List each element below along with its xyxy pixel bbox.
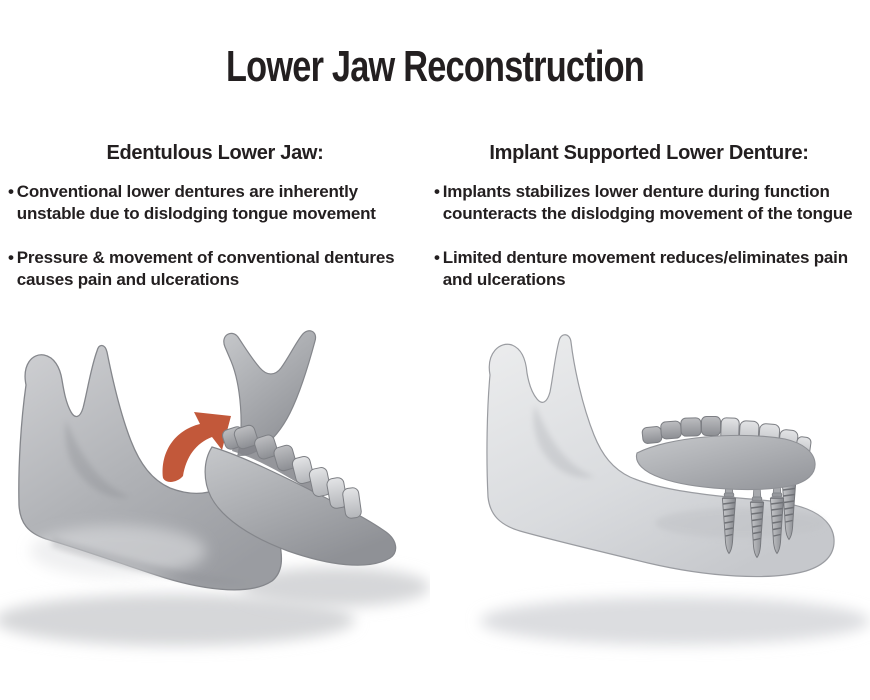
dislodge-arrow-icon xyxy=(162,412,231,482)
bullet-icon: • xyxy=(8,248,14,268)
bullet-icon: • xyxy=(434,182,440,201)
bullet-text: Implants stabilizes lower denture during… xyxy=(442,182,853,224)
list-item: • Pressure & movement of conventional de… xyxy=(8,247,430,291)
illustration-implant-denture xyxy=(440,325,870,665)
text-columns: Edentulous Lower Jaw: • Conventional low… xyxy=(0,142,870,313)
denture-teeth-row xyxy=(221,424,362,519)
bullet-text: Pressure & movement of conventional dent… xyxy=(16,248,395,290)
right-column-heading: Implant Supported Lower Denture: xyxy=(489,142,809,164)
bullet-icon: • xyxy=(8,182,14,201)
list-item: • Conventional lower dentures are inhere… xyxy=(8,181,430,225)
unstable-denture-jaw xyxy=(204,330,397,566)
page-title: Lower Jaw Reconstruction xyxy=(225,42,645,91)
list-item: • Implants stabilizes lower denture duri… xyxy=(434,181,870,225)
bullet-icon: • xyxy=(434,248,440,268)
edentulous-mandible xyxy=(18,344,283,591)
column-implant-denture: Implant Supported Lower Denture: • Impla… xyxy=(430,142,870,313)
jaw-shadow xyxy=(480,597,870,645)
denture-base xyxy=(635,434,816,491)
illustration-edentulous-jaw xyxy=(0,325,430,665)
column-edentulous-jaw: Edentulous Lower Jaw: • Conventional low… xyxy=(0,142,430,313)
edentulous-jaw-svg xyxy=(0,330,430,646)
list-item: • Limited denture movement reduces/elimi… xyxy=(434,247,870,291)
denture-shadow xyxy=(240,567,430,607)
jaw-shadow xyxy=(0,594,355,646)
implant-denture-svg xyxy=(480,334,870,645)
bullet-text: Conventional lower dentures are inherent… xyxy=(16,182,376,224)
left-column-heading: Edentulous Lower Jaw: xyxy=(106,142,324,164)
floating-denture xyxy=(635,416,816,491)
bullet-text: Limited denture movement reduces/elimina… xyxy=(442,248,848,290)
